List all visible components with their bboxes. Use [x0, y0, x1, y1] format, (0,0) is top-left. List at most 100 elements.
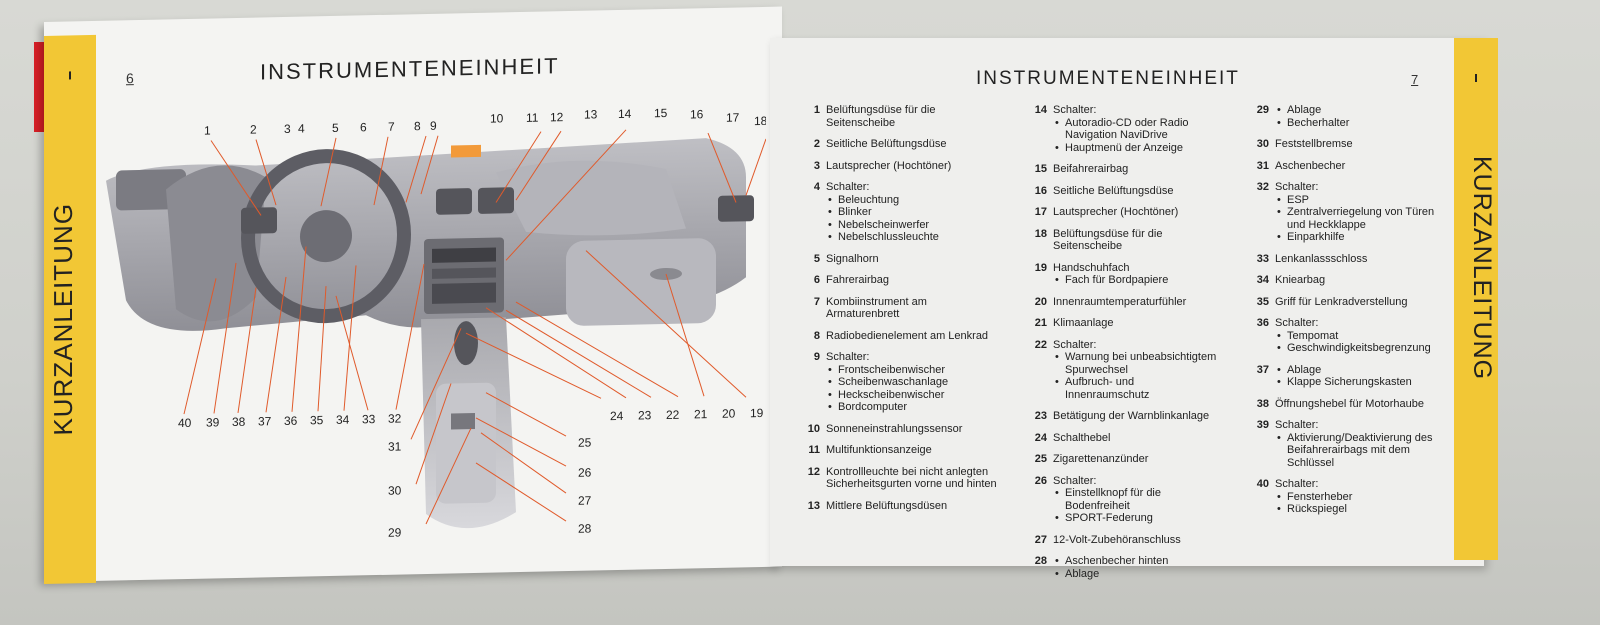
legend-text: Radiobedienelement am Lenkrad — [826, 329, 989, 342]
callout-38: 38 — [232, 415, 246, 429]
legend-number: 5 — [813, 252, 820, 265]
legend-number: 31 — [1256, 159, 1269, 172]
legend-subitem: Nebelscheinwerfer — [826, 219, 997, 232]
legend-subitem: Nebelschlussleuchte — [826, 231, 997, 244]
callout-21: 21 — [694, 407, 708, 421]
page-number: 7 — [1411, 72, 1419, 87]
left-page: KURZANLEITUNG 6 INSTRUMENTENEINHEIT — [44, 6, 782, 584]
legend-number: 37 — [1256, 363, 1269, 376]
legend-entry: 38 Öffnungshebel für Motorhaube — [1244, 398, 1452, 411]
legend-number: 30 — [1256, 138, 1269, 150]
legend-subitem: SPORT-Federung — [1053, 512, 1220, 525]
legend-sublist: BeleuchtungBlinkerNebelscheinwerferNebel… — [826, 194, 997, 244]
legend-subitem: Hauptmenü der Anzeige — [1053, 142, 1220, 155]
legend-text: Lenkanlassschloss — [1275, 252, 1368, 265]
callout-11: 11 — [526, 111, 539, 125]
legend-sublist: FensterheberRückspiegel — [1275, 491, 1452, 516]
legend-entry: 9Schalter:FrontscheibenwischerScheibenwa… — [795, 351, 997, 414]
callout-9: 9 — [430, 119, 437, 133]
section-tab-label: KURZANLEITUNG — [48, 202, 78, 436]
callout-39: 39 — [206, 415, 220, 429]
callout-23: 23 — [638, 408, 652, 422]
callout-35: 35 — [310, 413, 324, 427]
section-tab-left: KURZANLEITUNG — [44, 34, 96, 584]
legend-number: 17 — [1034, 206, 1047, 218]
callout-25: 25 — [578, 436, 592, 450]
callout-3: 3 — [284, 122, 291, 136]
leader-lines — [183, 129, 766, 525]
legend-subitem: Warnung bei unbeabsichtigtem Spurwechsel — [1053, 351, 1220, 376]
legend-entry: 30 Feststellbremse — [1244, 138, 1452, 151]
legend-number: 11 — [808, 444, 820, 456]
legend-entry: 29AblageBecherhalter — [1244, 104, 1452, 129]
legend-text: Schalter: — [1053, 474, 1097, 487]
legend-number: 19 — [1034, 261, 1047, 274]
legend-text: Kniearbag — [1275, 274, 1326, 286]
callout-32: 32 — [388, 412, 402, 426]
legend-sublist: FrontscheibenwischerScheibenwaschanlageH… — [826, 364, 997, 414]
callout-36: 36 — [284, 414, 298, 428]
legend-sublist: TempomatGeschwindigkeitsbegrenzung — [1275, 330, 1452, 355]
legend-number: 23 — [1034, 410, 1047, 422]
callout-6: 6 — [360, 120, 367, 134]
legend-sublist: Aschenbecher hintenAblage — [1053, 555, 1220, 580]
legend-text: Belüftungsdüse für die Seitenscheibe — [826, 104, 936, 129]
callout-26: 26 — [578, 466, 592, 480]
legend-text: Feststellbremse — [1275, 138, 1353, 150]
legend-number: 35 — [1256, 295, 1269, 308]
legend-number: 38 — [1256, 397, 1269, 410]
legend-sublist: Fach für Bordpapiere — [1053, 274, 1220, 287]
callout-15: 15 — [654, 106, 668, 120]
legend-subitem: Aufbruch- und Innenraumschutz — [1053, 376, 1220, 401]
legend-number: 18 — [1034, 227, 1047, 240]
legend-entry: 19HandschuhfachFach für Bordpapiere — [1022, 262, 1220, 287]
legend-number: 12 — [807, 465, 820, 478]
callout-10: 10 — [490, 111, 504, 125]
dashboard-illustration: 1 2 3 4 5 6 7 8 9 10 11 12 13 14 15 16 1… — [106, 106, 766, 540]
dashboard-shapes — [106, 138, 754, 529]
legend-subitem: Blinker — [826, 206, 997, 219]
legend-number: 40 — [1256, 478, 1269, 490]
legend-subitem: Zentralverriegelung von Türen und Heckkl… — [1275, 206, 1452, 231]
callout-29: 29 — [388, 526, 402, 540]
legend-subitem: Becherhalter — [1275, 117, 1452, 130]
page-title: INSTRUMENTENEINHEIT — [260, 53, 560, 85]
legend-column-3: 29AblageBecherhalter 30 Feststellbremse 31 A… — [1244, 104, 1452, 525]
legend-text: Belüftungsdüse für die Seitenscheibe — [1053, 227, 1163, 253]
legend-text: Schalter: — [826, 181, 870, 193]
callout-1: 1 — [204, 124, 211, 138]
legend-number: 2 — [813, 138, 820, 150]
legend-entry: 31 Aschenbecher — [1244, 160, 1452, 173]
legend-number: 6 — [813, 274, 820, 286]
legend-number: 26 — [1034, 474, 1047, 487]
red-page-edge — [34, 42, 46, 132]
legend-subitem: Scheibenwaschanlage — [826, 376, 997, 389]
legend-subitem: Heckscheibenwischer — [826, 389, 997, 402]
legend-subitem: Fensterheber — [1275, 491, 1452, 504]
legend-entry: 37AblageKlappe Sicherungskasten — [1244, 364, 1452, 389]
callout-22: 22 — [666, 408, 680, 422]
legend-sublist: ESPZentralverriegelung von Türen und Hec… — [1275, 194, 1452, 244]
legend-subitem: Beleuchtung — [826, 194, 997, 207]
legend-subitem: Ablage — [1053, 568, 1220, 581]
legend-text: Öffnungshebel für Motorhaube — [1275, 397, 1425, 410]
callout-19: 19 — [750, 406, 764, 420]
legend-number: 14 — [1034, 104, 1047, 116]
legend-number: 24 — [1034, 431, 1047, 444]
callout-27: 27 — [578, 494, 592, 508]
legend-number: 15 — [1034, 163, 1047, 175]
callout-14: 14 — [618, 107, 632, 121]
legend-text: Aschenbecher — [1275, 159, 1346, 172]
legend-text: Kombiinstrument am Armaturenbrett — [826, 295, 927, 321]
